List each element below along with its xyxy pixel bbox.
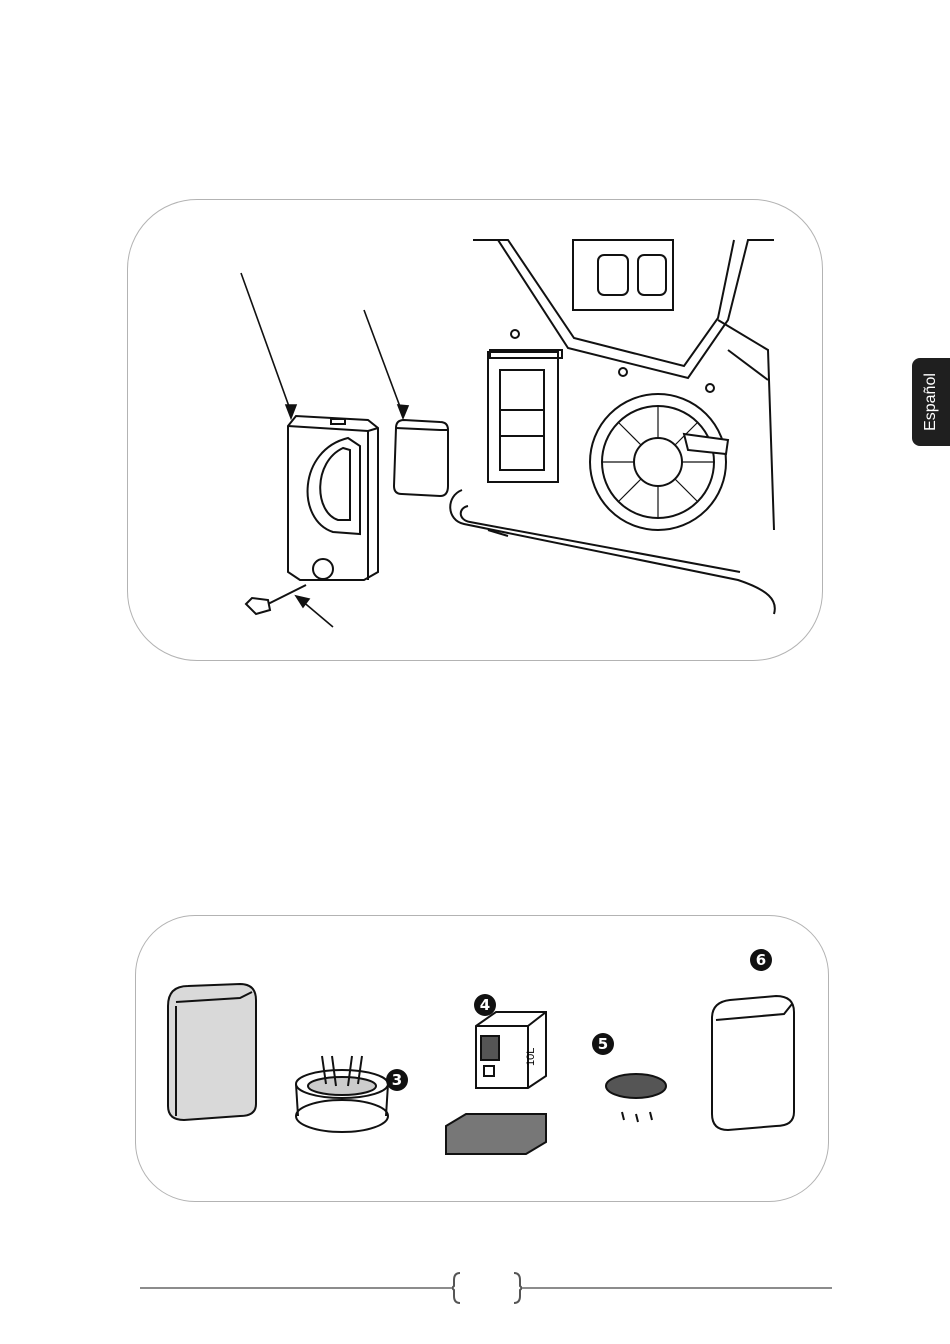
dirty-foam-filter	[168, 984, 256, 1120]
container-volume-label: 10L	[525, 1048, 537, 1066]
step-5-badge: 5	[592, 1033, 614, 1055]
air-filter-cover	[288, 416, 378, 580]
cover-arrow-icon	[286, 405, 296, 418]
air-filter-exploded-figure	[127, 199, 823, 661]
clean-foam-filter	[712, 996, 794, 1130]
wringing-filter	[606, 1074, 666, 1122]
language-tab-label: Español	[922, 373, 940, 431]
footer-rule-left	[140, 1287, 452, 1289]
washing-basin	[296, 1056, 388, 1132]
page-number-bracket-right	[512, 1272, 522, 1304]
generator-illustration	[450, 240, 775, 614]
language-tab: Español	[912, 358, 950, 446]
filter-element-arrow-icon	[398, 405, 408, 418]
foam-filter-element	[394, 420, 448, 496]
soaked-sponge	[446, 1114, 546, 1154]
air-filter-exploded-illustration	[128, 200, 822, 660]
footer-rule-right	[522, 1287, 832, 1289]
cover-leader-line	[241, 273, 291, 412]
filter-cleaning-steps-figure: 10L 3 4 5 6	[135, 915, 829, 1202]
page-number-bracket-left	[452, 1272, 462, 1304]
wing-bolt	[246, 585, 306, 614]
step-4-badge: 4	[474, 994, 496, 1016]
cleaning-steps-illustration: 10L	[136, 916, 828, 1201]
step-6-badge: 6	[750, 949, 772, 971]
step-3-badge: 3	[386, 1069, 408, 1091]
